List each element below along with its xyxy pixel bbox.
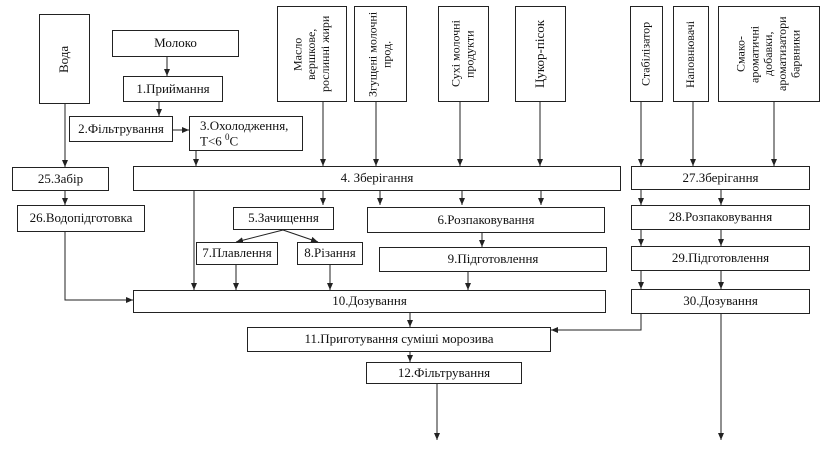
node-11: 11.Приготування суміші морозива <box>247 327 551 352</box>
node-10-label: 10.Дозування <box>332 293 407 309</box>
node-8-label: 8.Різання <box>304 245 356 261</box>
node-3: 3.Охолодження, T<6 0C <box>189 116 303 151</box>
node-zgusheni: Згущені молочні прод. <box>354 6 407 102</box>
node-9: 9.Підготовлення <box>379 247 607 272</box>
node-smako-label: Смако-ароматичні добавки, ароматизатори … <box>733 16 803 92</box>
node-9-label: 9.Підготовлення <box>447 251 539 267</box>
node-smako: Смако-ароматичні добавки, ароматизатори … <box>718 6 820 102</box>
node-29: 29.Підготовлення <box>631 246 810 271</box>
node-3-temp-value: T<6 <box>200 133 222 149</box>
node-10: 10.Дозування <box>133 290 606 313</box>
node-26-label: 26.Водопідготовка <box>29 210 133 226</box>
node-voda-label: Вода <box>56 45 72 73</box>
node-12-label: 12.Фільтрування <box>397 364 491 380</box>
node-tsukor-label: Цукор-пісок <box>532 19 548 89</box>
node-sukhi: Сухі молочні продукти <box>438 6 489 102</box>
node-29-label: 29.Підготовлення <box>671 250 770 266</box>
node-6-label: 6.Розпаковування <box>437 211 535 227</box>
node-napovniuvachi-label: Наповнювачі <box>683 20 698 88</box>
node-moloko: Молоко <box>112 30 239 57</box>
node-26: 26.Водопідготовка <box>17 205 145 232</box>
node-7-label: 7.Плавлення <box>202 245 272 261</box>
node-27-label: 27.Зберігання <box>682 169 759 185</box>
node-5: 5.Зачищення <box>233 207 334 230</box>
node-6: 6.Розпаковування <box>367 207 605 233</box>
node-3-label: 3.Охолодження, <box>200 117 289 133</box>
node-8: 8.Різання <box>297 242 363 265</box>
node-3-unit: C <box>229 133 239 149</box>
node-30: 30.Дозування <box>631 289 810 314</box>
node-4-label: 4. Зберігання <box>340 170 414 186</box>
node-moloko-label: Молоко <box>154 35 197 51</box>
node-stabilizator-label: Стабілізатор <box>638 21 653 87</box>
node-7: 7.Плавлення <box>196 242 278 265</box>
node-25-label: 25.Забір <box>37 170 84 186</box>
node-25: 25.Забір <box>12 167 109 191</box>
node-5-label: 5.Зачищення <box>248 210 319 226</box>
node-tsukor: Цукор-пісок <box>515 6 566 102</box>
node-voda: Вода <box>39 14 90 104</box>
node-28: 28.Розпаковування <box>631 205 810 230</box>
node-11-label: 11.Приготування суміші морозива <box>304 331 494 347</box>
node-27: 27.Зберігання <box>631 166 810 190</box>
node-1: 1.Приймання <box>123 76 223 102</box>
node-napovniuvachi: Наповнювачі <box>673 6 709 102</box>
node-maslo-label: Масло вершкове, рослинні жири <box>290 15 332 93</box>
node-stabilizator: Стабілізатор <box>630 6 663 102</box>
node-4: 4. Зберігання <box>133 166 621 191</box>
node-12: 12.Фільтрування <box>366 362 522 384</box>
node-2: 2.Фільтрування <box>69 116 173 142</box>
node-3-temp: T<6 0C <box>200 131 239 149</box>
node-3-degree: 0 <box>225 131 230 142</box>
node-28-label: 28.Розпаковування <box>668 209 773 225</box>
node-30-label: 30.Дозування <box>683 293 758 309</box>
node-2-label: 2.Фільтрування <box>78 120 164 136</box>
node-zgusheni-label: Згущені молочні прод. <box>365 11 394 97</box>
node-1-label: 1.Приймання <box>136 80 210 96</box>
node-sukhi-label: Сухі молочні продукти <box>448 20 477 88</box>
node-maslo: Масло вершкове, рослинні жири <box>277 6 347 102</box>
